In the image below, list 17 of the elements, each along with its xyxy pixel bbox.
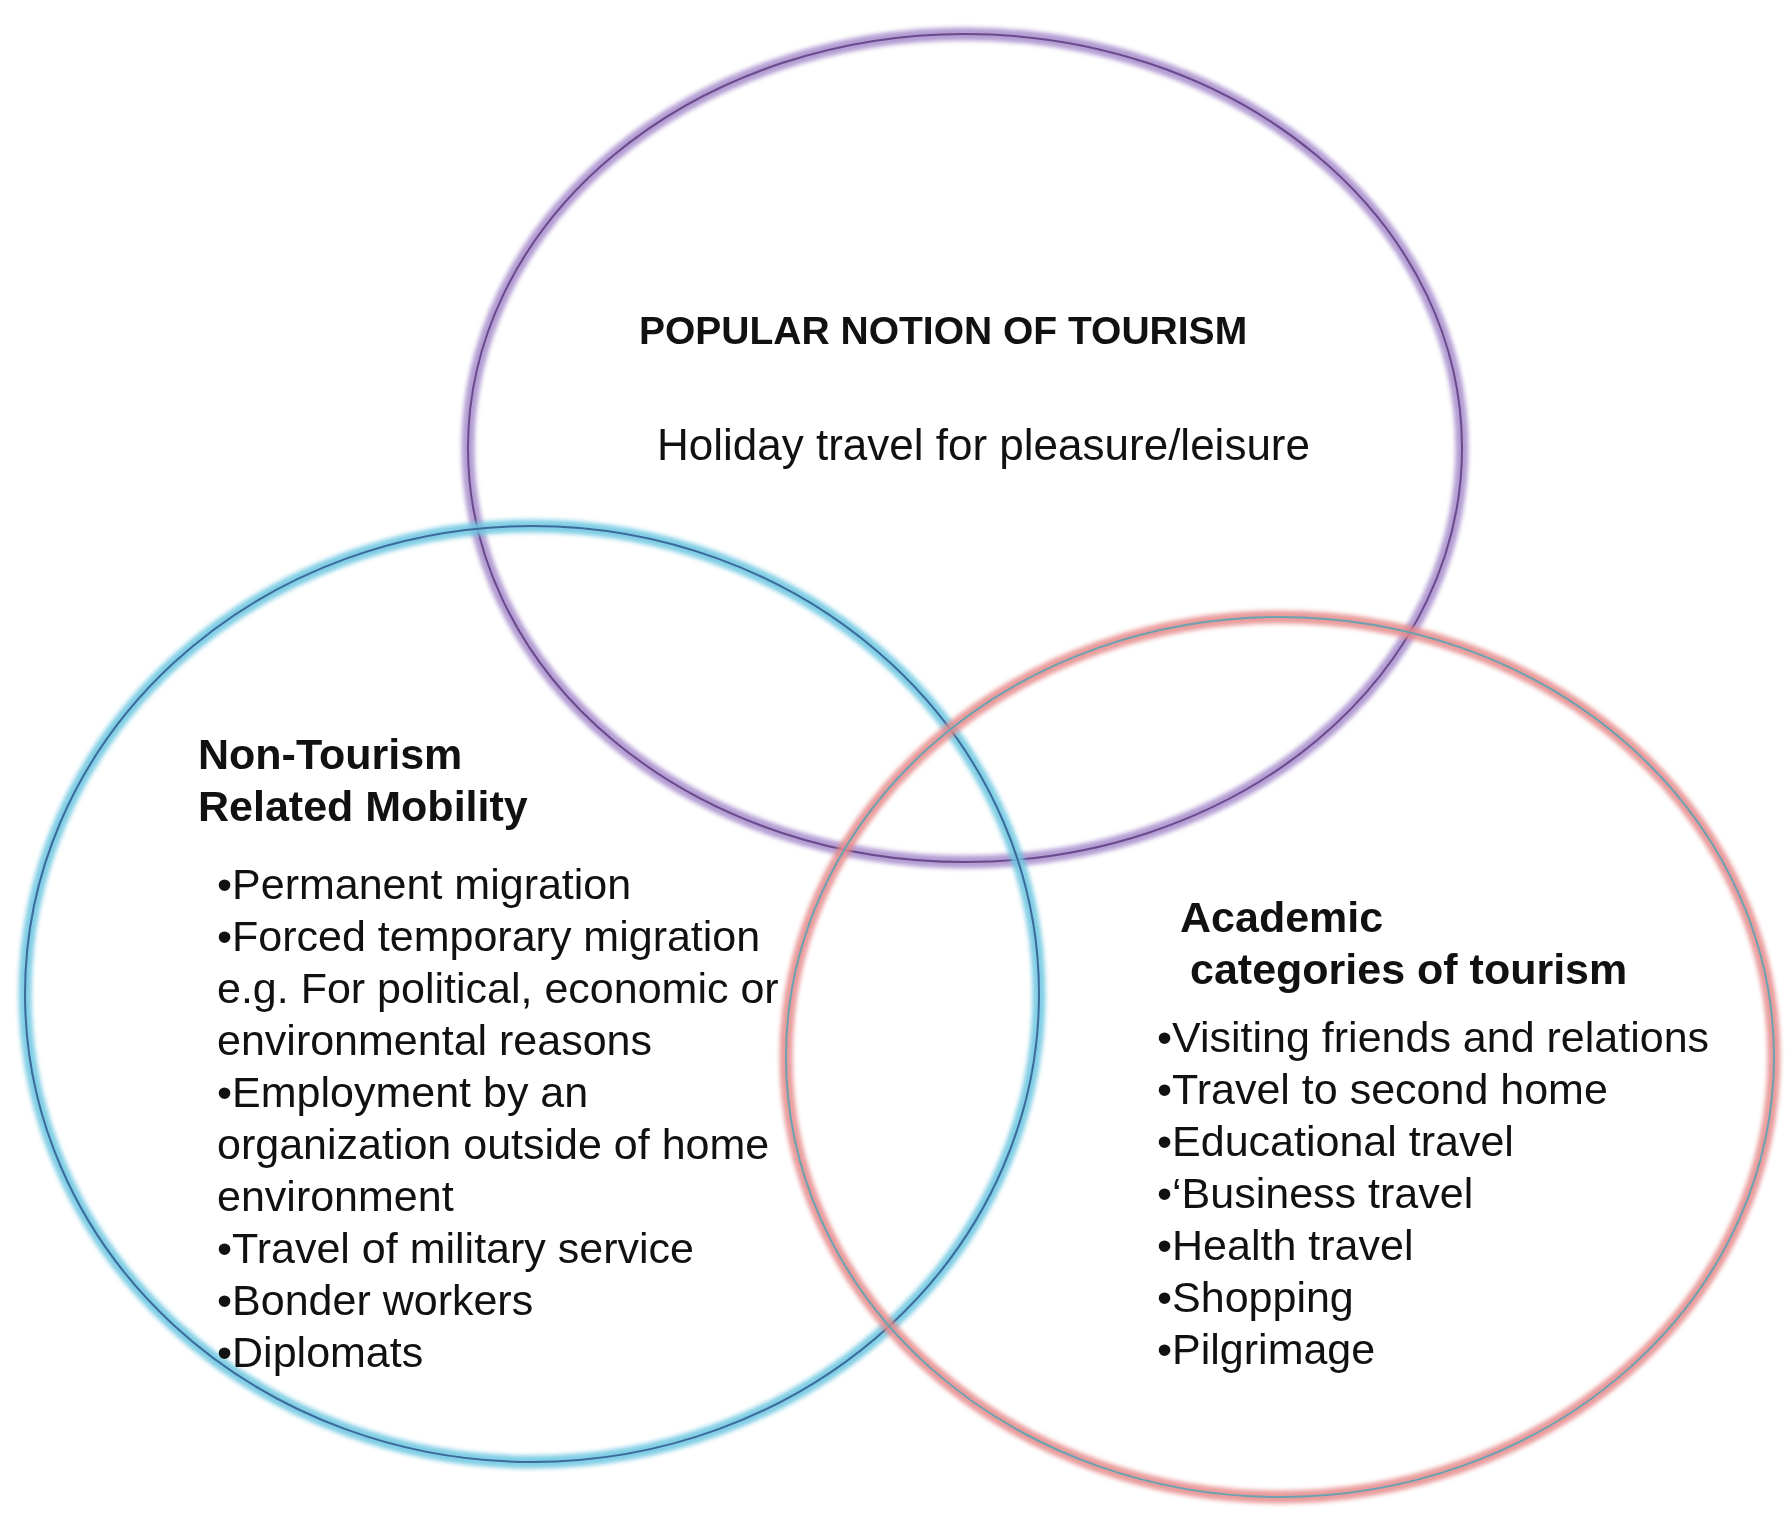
bullet-item: •Visiting friends and relations (1157, 1012, 1711, 1063)
bullet-item: •Health travel (1157, 1220, 1415, 1271)
bullet-item: •Forced temporary migration e.g. For political, economic or environmental reasons (217, 911, 780, 1066)
circle-description: Holiday travel for pleasure/leisure (657, 419, 1311, 471)
bullet-item: •Travel of military service (217, 1223, 695, 1274)
bullet-item: •Pilgrimage (1157, 1324, 1377, 1375)
circle-title: POPULAR NOTION OF TOURISM (639, 308, 1249, 354)
bullet-item: •‘Business travel (1157, 1168, 1475, 1219)
bullet-item: •Permanent migration (217, 859, 633, 910)
bullet-item: •Employment by an organization outside of home environment (217, 1067, 771, 1222)
bullet-item: •Educational travel (1157, 1116, 1515, 1167)
bullet-item: •Diplomats (217, 1327, 425, 1378)
bullet-item: •Bonder workers (217, 1275, 535, 1326)
bullet-item: •Travel to second home (1157, 1064, 1609, 1115)
bullet-item: •Shopping (1157, 1272, 1355, 1323)
circle-heading: Academic categories of tourism (1180, 892, 1629, 995)
circle-heading: Non-Tourism Related Mobility (198, 729, 529, 832)
